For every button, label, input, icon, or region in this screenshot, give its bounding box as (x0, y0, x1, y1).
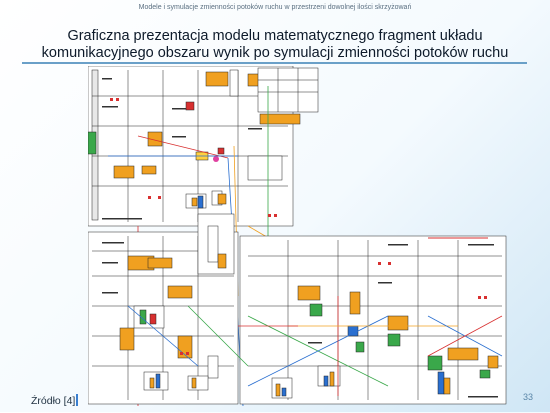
central-panel (197, 213, 235, 275)
intersection-block-lower-right (239, 235, 507, 405)
traffic-flow-lines (127, 296, 503, 396)
source-label: Źródło [4] (31, 395, 76, 407)
page-number: 33 (522, 392, 533, 402)
table-cells-texture (110, 98, 487, 355)
slide-title-line1: Graficzna prezentacja modelu matematyczn… (67, 28, 483, 44)
intersection-block-lower-left (87, 231, 239, 405)
header-subtitle: Modele i symulacje zmienności potoków ru… (138, 4, 412, 11)
slide-title: Graficzna prezentacja modelu matematyczn… (0, 28, 550, 62)
table-cells-texture-dark (102, 78, 498, 398)
title-underline (22, 62, 527, 64)
source-note: Źródło [4] (31, 394, 78, 407)
text-cursor (76, 394, 78, 406)
traffic-model-diagram (87, 65, 508, 408)
intersection-block-upper-right (257, 67, 319, 125)
slide-header: Modele i symulacje zmienności potoków ru… (0, 0, 550, 16)
slide-title-line2: komunikacyjnego obszaru wynik po symulac… (41, 45, 509, 61)
